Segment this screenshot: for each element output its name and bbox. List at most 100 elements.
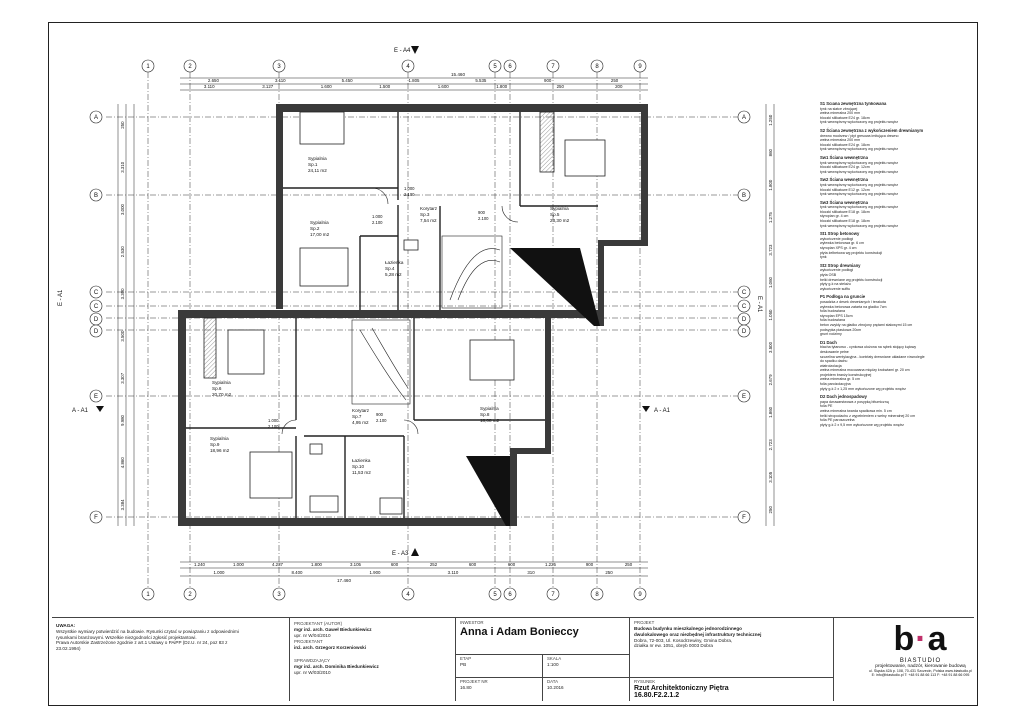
investor-cell: INWESTOR Anna i Adam Bonieccy ETAP PB SK…: [456, 617, 630, 701]
room-area: 18,08 m2: [480, 418, 500, 423]
legend-line: tynk wewnętrzny wykończony wg projektu w…: [820, 192, 899, 197]
sheet-frame: [48, 22, 978, 706]
legend-line: płyta żelbetowa wg projektu konstrukcji: [820, 250, 883, 255]
legend-line: styropian XPS gr. 4 cm: [820, 246, 857, 251]
legend-line: tynk wewnętrzny wykończony wg projektu w…: [820, 182, 899, 187]
legend-line: wełna mineralna gr. 5 cm: [820, 377, 860, 382]
axis-bubble-col-9: 9: [633, 59, 647, 73]
room-code: Sp.2: [310, 226, 320, 231]
project-label: PROJEKT: [634, 620, 655, 625]
section-arrow-icon: [642, 406, 650, 412]
axis-label: D: [94, 329, 99, 335]
axis-bubble-col-2-bottom: 2: [183, 587, 197, 601]
legend-line: papa dwuwarstwowa z posypką bitumiczną: [820, 399, 889, 404]
author-license: upr. nr W/04/2010: [294, 632, 331, 638]
legend-line: styropian EPS 15cm: [820, 313, 853, 318]
legend-line: bloczki silikatowe E24 gr. 18cm: [820, 142, 870, 147]
furniture: [203, 111, 606, 515]
washbasin: [309, 443, 323, 455]
legend-title: Sw2 Ściana wewnętrzna: [820, 177, 868, 183]
dim-text: 252: [430, 562, 438, 567]
room-labels: Sypialnia Sp.1 24,11 m2 Sypialnia Sp.2 1…: [210, 156, 570, 475]
legend-line: folia budowlana: [820, 309, 845, 314]
notes-title: UWAGA:: [56, 623, 76, 628]
wall-right-upper-step: [598, 240, 648, 246]
section-label-a-a1-left: A - A1: [72, 408, 89, 414]
legend-title: Sw3 Ściana wewnętrzna: [820, 199, 868, 205]
dim-text: 3.110: [204, 84, 215, 89]
dim-text: 600: [469, 562, 477, 567]
dim-text: 3.723: [768, 244, 773, 256]
section-label-e-a1: E - A1: [58, 289, 64, 306]
opening-height: 2.100: [372, 220, 383, 225]
legend-line: bloczki silikatowe E24 gr. 18cm: [820, 115, 870, 120]
axis-label: 4: [406, 64, 410, 70]
opening-width: 1.000: [268, 418, 279, 423]
axis-bubble-row-c1-right: C: [737, 285, 751, 299]
dim-text: 17.460: [337, 578, 351, 583]
axis-bubble-col-9-bottom: 9: [633, 587, 647, 601]
designers-cell: PROJEKTANT (AUTOR) mgr inż. arch. Gaweł …: [290, 617, 456, 701]
axis-label: 2: [188, 592, 192, 598]
legend-title: D1 Dach: [820, 339, 837, 345]
dim-text: 3.000: [120, 203, 125, 215]
legend-line: tynk wewnętrzny wykończony wg projektu w…: [820, 160, 899, 165]
stair-spiral-upper: [449, 248, 501, 301]
legend-title: Sw1 Ściana wewnętrzna: [820, 154, 868, 160]
dimension-lines: [117, 77, 775, 577]
legend-line: płyty g-k 2 x 9,5 mm wykończone wg proje…: [820, 422, 904, 427]
dim-text: 8.400: [292, 570, 304, 575]
dim-text: 15.460: [451, 72, 465, 77]
dim-text: 1.225: [545, 562, 557, 567]
axis-bubble-col-1: 1: [141, 59, 155, 73]
axis-label: A: [94, 115, 98, 121]
axis-bubble-col-6: 6: [503, 59, 517, 73]
axis-label: E: [94, 394, 98, 400]
dim-text: 3.307: [120, 372, 125, 384]
legend-line: tynk wewnętrzny wykończony wg projektu w…: [820, 169, 899, 174]
wall-right-upper: [641, 104, 648, 246]
dim-text: 600: [508, 562, 516, 567]
shower: [379, 497, 403, 515]
axis-label: A: [742, 115, 746, 121]
opening-height: 2.100: [376, 418, 387, 423]
axis-bubble-row-b: B: [89, 188, 103, 202]
legend-line: folia PE: [820, 404, 833, 409]
axis-label: 5: [493, 592, 497, 598]
wardrobe: [539, 111, 555, 173]
legend-line: folia budowlana: [820, 318, 845, 323]
legend-line: tynk: [820, 255, 827, 260]
dim-text: 5.450: [342, 78, 354, 83]
stair-well-lower: [351, 319, 411, 405]
dim-text: 3.500: [120, 330, 125, 342]
studio-description: projektowanie, nadzór, kierowanie budową: [875, 664, 966, 669]
door-swing: [371, 187, 389, 205]
room-area: 23,30 m2: [550, 218, 570, 223]
legend-title: S1 Ściana zewnętrzna tynkowana: [820, 102, 887, 106]
axis-label: D: [742, 317, 747, 323]
roof-slope-upper: [510, 248, 600, 326]
studio-address: ul. Śląska 42A p. 108, 70-431 Szczecin, …: [869, 669, 972, 673]
bed: [299, 111, 345, 145]
axis-bubble-col-5: 5: [488, 59, 502, 73]
dim-text: 250: [625, 562, 633, 567]
axis-bubble-row-b-right: B: [737, 188, 751, 202]
stair-spiral-upper: [457, 260, 501, 301]
axis-bubble-col-2: 2: [183, 59, 197, 73]
dim-text-bottom-overall: 17.460: [337, 578, 351, 583]
door-swing: [281, 419, 297, 435]
axis-label: 9: [638, 592, 642, 598]
designer-name: inż. arch. Grzegorz Korzeniowski: [294, 644, 366, 650]
legend-line: do spadku dachu: [820, 359, 848, 364]
axis-bubble-col-1-bottom: 1: [141, 587, 155, 601]
axis-bubble-row-c2: C: [89, 299, 103, 313]
legend-line: posadzka z desek drewnianych / terakota: [820, 299, 886, 304]
axis-bubble-col-3: 3: [272, 59, 286, 73]
dim-text: 200: [615, 84, 623, 89]
author-label: PROJEKTANT (AUTOR): [294, 621, 343, 626]
